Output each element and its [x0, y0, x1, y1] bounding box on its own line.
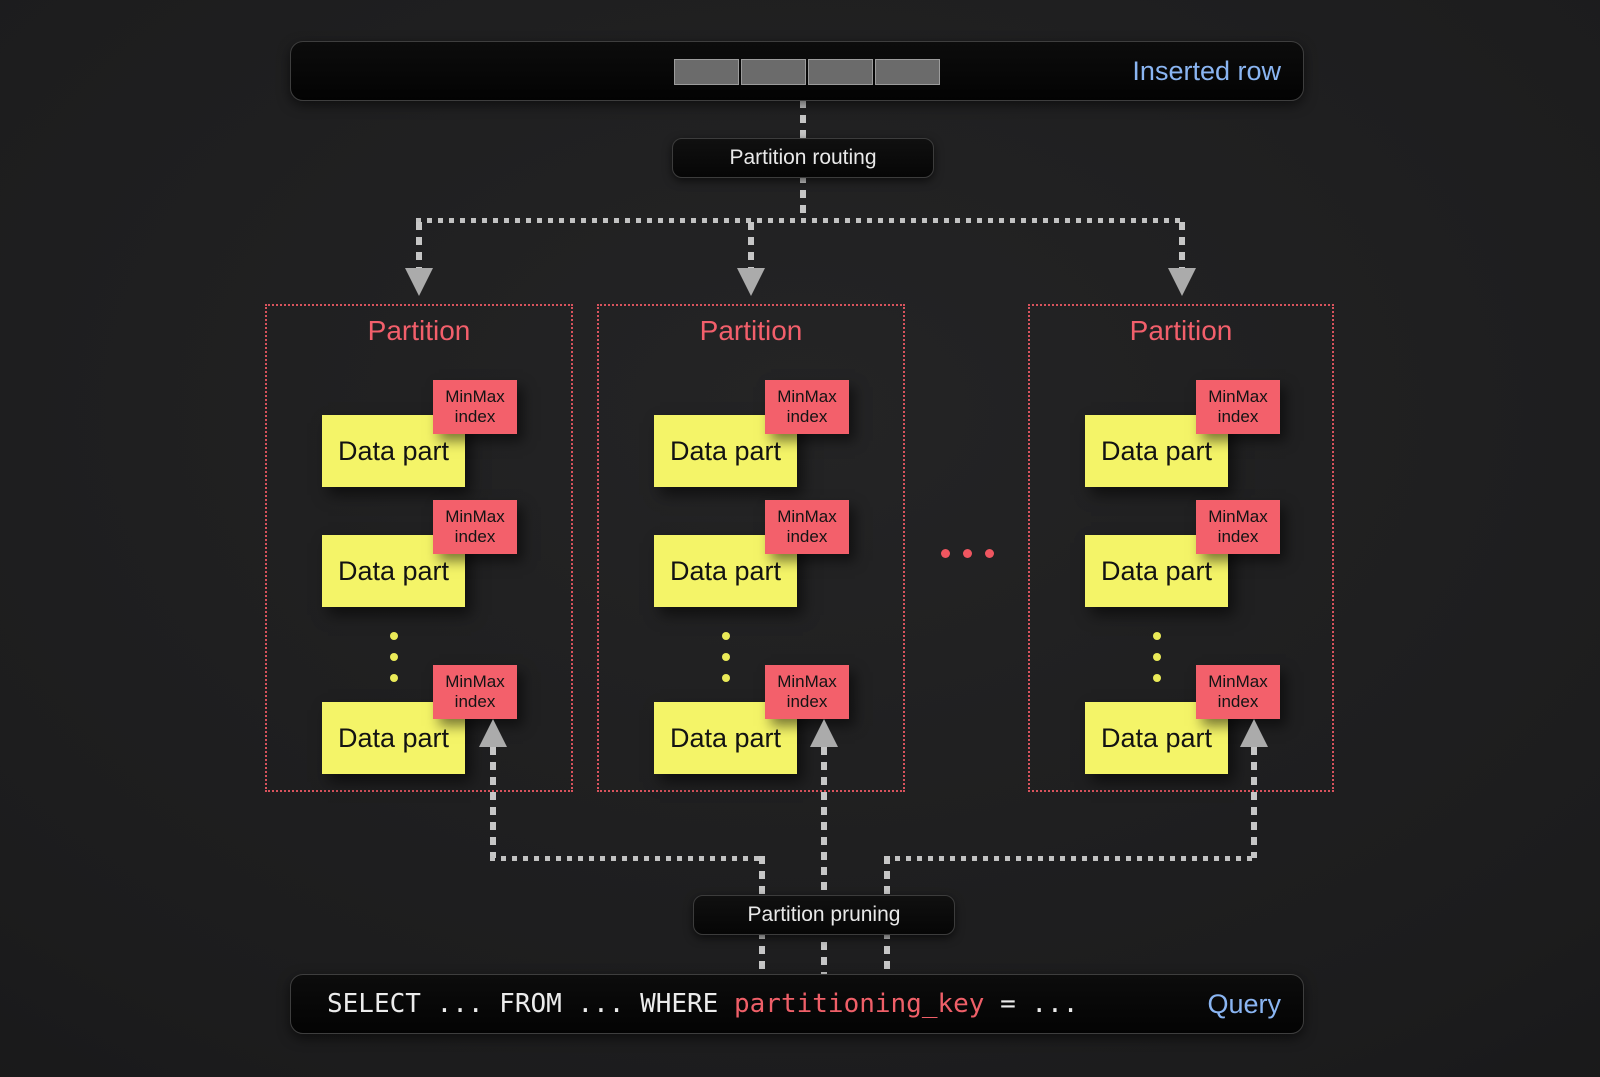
routing-branch-line	[1179, 222, 1185, 268]
yellow-dot	[1153, 632, 1161, 640]
more-parts-dots	[390, 632, 398, 682]
red-dot	[941, 549, 950, 558]
red-dot	[963, 549, 972, 558]
minmax-line: MinMax	[1208, 671, 1268, 691]
yellow-dot	[390, 653, 398, 661]
row-cell	[875, 59, 940, 85]
minmax-index-tag: MinMax index	[765, 380, 849, 434]
routing-branch-line	[416, 222, 422, 268]
red-dot	[985, 549, 994, 558]
yellow-dot	[1153, 674, 1161, 682]
yellow-dot	[1153, 653, 1161, 661]
query-panel: SELECT ... FROM ... WHERE partitioning_k…	[290, 974, 1304, 1034]
minmax-index-tag: MinMax index	[1196, 380, 1280, 434]
minmax-line: MinMax	[777, 386, 837, 406]
minmax-line: index	[786, 407, 828, 426]
arrowhead-up-icon	[810, 719, 838, 747]
minmax-line: index	[454, 527, 496, 546]
minmax-index-tag: MinMax index	[1196, 665, 1280, 719]
inserted-row-label: Inserted row	[1132, 55, 1281, 86]
pruning-line-left-vertical	[490, 747, 496, 858]
yellow-dot	[722, 653, 730, 661]
yellow-dot	[390, 632, 398, 640]
yellow-dot	[390, 674, 398, 682]
yellow-dot	[722, 674, 730, 682]
row-cell	[808, 59, 873, 85]
minmax-line: index	[1217, 527, 1259, 546]
row-cells	[674, 59, 940, 85]
minmax-line: MinMax	[445, 671, 505, 691]
minmax-line: MinMax	[777, 506, 837, 526]
pruning-line-right-horizontal	[884, 856, 1257, 861]
partition-title: Partition	[1129, 315, 1233, 346]
query-label: Query	[1207, 988, 1281, 1019]
inserted-row-panel: Inserted row	[290, 41, 1304, 101]
routing-label: Partition routing	[729, 146, 877, 169]
partition-box-1: Partition MinMax index Data part MinMax …	[265, 304, 573, 792]
arrowhead-up-icon	[1240, 719, 1268, 747]
partitioning-key: partitioning_key	[734, 989, 985, 1019]
partition-title: Partition	[367, 315, 471, 346]
arrowhead-down-icon	[1168, 268, 1196, 296]
arrowhead-down-icon	[405, 268, 433, 296]
minmax-line: index	[1217, 692, 1259, 711]
data-part: Data part	[322, 702, 465, 774]
query-clause-suffix: = ...	[984, 989, 1079, 1019]
minmax-line: index	[454, 407, 496, 426]
minmax-line: index	[786, 692, 828, 711]
query-text: SELECT ... FROM ... WHERE partitioning_k…	[291, 989, 1078, 1019]
minmax-line: index	[454, 692, 496, 711]
more-parts-dots	[1153, 632, 1161, 682]
partition-pruning-pill: Partition pruning	[693, 895, 955, 935]
arrowhead-down-icon	[737, 268, 765, 296]
row-cell	[674, 59, 739, 85]
arrowhead-up-icon	[479, 719, 507, 747]
more-parts-dots	[722, 632, 730, 682]
minmax-index-tag: MinMax index	[433, 500, 517, 554]
minmax-line: index	[786, 527, 828, 546]
minmax-index-tag: MinMax index	[765, 665, 849, 719]
row-cell	[741, 59, 806, 85]
partition-routing-pill: Partition routing	[672, 138, 934, 178]
pruning-line-right-vertical	[1251, 747, 1257, 858]
pruning-line-middle-vertical	[821, 747, 827, 974]
minmax-line: MinMax	[1208, 506, 1268, 526]
pruning-label: Partition pruning	[747, 903, 901, 926]
yellow-dot	[722, 632, 730, 640]
minmax-line: MinMax	[445, 386, 505, 406]
routing-branch-line	[748, 222, 754, 268]
minmax-index-tag: MinMax index	[765, 500, 849, 554]
partition-box-3: Partition MinMax index Data part MinMax …	[1028, 304, 1334, 792]
minmax-index-tag: MinMax index	[433, 380, 517, 434]
pruning-line-left-horizontal	[490, 856, 765, 861]
minmax-line: index	[1217, 407, 1259, 426]
minmax-index-tag: MinMax index	[433, 665, 517, 719]
partition-box-2: Partition MinMax index Data part MinMax …	[597, 304, 905, 792]
more-partitions-ellipsis	[941, 549, 994, 558]
minmax-line: MinMax	[1208, 386, 1268, 406]
partition-title: Partition	[699, 315, 803, 346]
minmax-index-tag: MinMax index	[1196, 500, 1280, 554]
data-part: Data part	[1085, 415, 1228, 487]
minmax-line: MinMax	[445, 506, 505, 526]
query-clause: SELECT ... FROM ... WHERE	[327, 989, 734, 1019]
distribution-line-horizontal	[416, 218, 1186, 223]
minmax-line: MinMax	[777, 671, 837, 691]
